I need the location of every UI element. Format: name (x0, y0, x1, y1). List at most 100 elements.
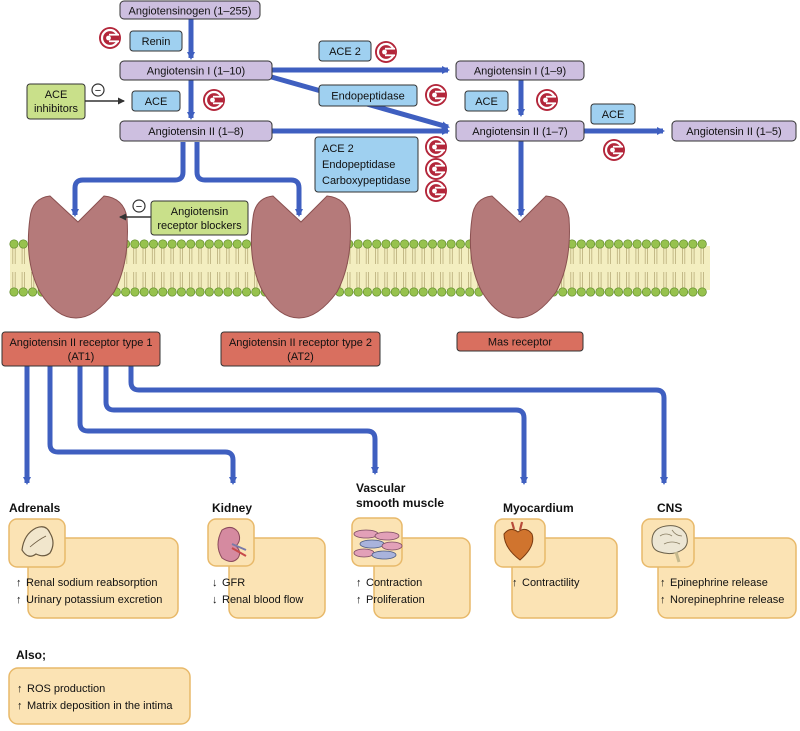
adrenals-effect-2: Urinary potassium excretion (26, 594, 162, 606)
enzyme-symbol-icon (97, 25, 123, 51)
svg-text:Angiotensin II receptor type 2: Angiotensin II receptor type 2 (229, 337, 372, 349)
svg-text:↑: ↑ (17, 700, 23, 712)
vascular-effect-2: Proliferation (366, 594, 425, 606)
kidney-title: Kidney (212, 501, 252, 515)
svg-text:Angiotensin II receptor type 1: Angiotensin II receptor type 1 (9, 337, 152, 349)
endopeptidase-label: Endopeptidase (331, 91, 404, 103)
peptide-angiotensinogen: Angiotensinogen (1–255) (119, 0, 261, 20)
svg-text:−: − (95, 85, 101, 97)
enzyme-ace-left: ACE (131, 90, 181, 112)
ang-ii-1-5-label: Angiotensin II (1–5) (686, 126, 781, 138)
at2-receptor-shape (250, 195, 351, 319)
svg-text:↑: ↑ (16, 577, 22, 589)
myocardium-effect-1: Contractility (522, 577, 580, 589)
multi-endopeptidase-label: Endopeptidase (322, 159, 395, 171)
arrow-at1-to-myocardium (103, 366, 528, 485)
kidney-effect-1: GFR (222, 577, 245, 589)
enzyme-symbol-icon (534, 87, 560, 113)
renin-label: Renin (142, 36, 171, 48)
enzyme-symbol-icon (373, 39, 399, 65)
ang-ii-1-8-label: Angiotensin II (1–8) (148, 126, 243, 138)
kidney-effect-2: Renal blood flow (222, 594, 303, 606)
svg-text:↑: ↑ (512, 577, 518, 589)
vascular-effect-1: Contraction (366, 577, 422, 589)
arrow-ang-ii-to-at2 (194, 142, 303, 217)
arrow-at1-to-kidney (47, 366, 237, 485)
myocardium-title: Myocardium (503, 501, 574, 515)
svg-text:↑: ↑ (356, 577, 362, 589)
peptide-ang-ii-1-5: Angiotensin II (1–5) (671, 120, 797, 142)
enzyme-endopeptidase: Endopeptidase (318, 84, 418, 107)
target-adrenals: Adrenals ↑ Renal sodium reabsorption ↑ U… (8, 501, 179, 619)
enzyme-renin: Renin (129, 30, 183, 52)
enzyme-ace-right: ACE (590, 103, 636, 125)
vascular-title-2: smooth muscle (356, 496, 444, 510)
target-cns: CNS ↑ Epinephrine release ↑ Norepinephri… (641, 501, 797, 619)
at1-receptor-shape (27, 195, 128, 319)
target-kidney: Kidney ↓ GFR ↓ Renal blood flow (207, 501, 326, 619)
ace-inhibitors-label-1: ACE (45, 89, 68, 101)
svg-text:↑: ↑ (660, 594, 666, 606)
svg-text:↑: ↑ (356, 594, 362, 606)
peptide-ang-i-1-10: Angiotensin I (1–10) (119, 60, 273, 81)
enzyme-symbol-icon (423, 134, 449, 160)
cns-effect-1: Epinephrine release (670, 577, 768, 589)
svg-text:↑: ↑ (660, 577, 666, 589)
svg-text:(AT2): (AT2) (287, 351, 314, 363)
cns-title: CNS (657, 501, 682, 515)
enzyme-ace2-top: ACE 2 (318, 40, 372, 62)
kidney-icon (217, 526, 247, 562)
smooth-muscle-cells-icon (353, 529, 403, 560)
arb-label-2: receptor blockers (157, 220, 242, 232)
enzyme-symbol-icon (423, 156, 449, 182)
also-effect-2: Matrix deposition in the intima (27, 700, 173, 712)
ace-right-label: ACE (602, 109, 625, 121)
heart-icon (503, 521, 534, 561)
mas-receptor-label: Mas receptor (456, 331, 584, 352)
svg-text:−: − (136, 201, 142, 213)
enzyme-ace-mid: ACE (464, 90, 509, 112)
ace-inhibitor-minus-icon: − (91, 83, 105, 97)
arrow-ang-ii-to-at1 (71, 142, 186, 217)
also-section: Also; ↑ ROS production ↑ Matrix depositi… (8, 648, 191, 725)
ace-mid-label: ACE (475, 96, 498, 108)
adrenal-gland-icon (21, 526, 54, 557)
at1-receptor-label: Angiotensin II receptor type 1 (AT1) (1, 331, 161, 367)
inhibitor-arrows (85, 97, 151, 221)
ang-i-1-10-label: Angiotensin I (1–10) (147, 66, 245, 78)
enzyme-symbol-icon (601, 137, 627, 163)
peptide-ang-ii-1-8: Angiotensin II (1–8) (119, 120, 273, 142)
enzyme-multi: ACE 2 Endopeptidase Carboxypeptidase (314, 136, 419, 193)
target-vascular-smooth-muscle: Vascular smooth muscle ↑ Contraction ↑ P… (351, 481, 471, 619)
svg-text:(AT1): (AT1) (68, 351, 95, 363)
enzyme-symbol-icon (201, 87, 227, 113)
svg-text:↑: ↑ (17, 683, 23, 695)
target-myocardium: Myocardium ↑ Contractility (494, 501, 618, 619)
svg-text:Mas receptor: Mas receptor (488, 337, 553, 349)
adrenals-effect-1: Renal sodium reabsorption (26, 577, 157, 589)
svg-text:↑: ↑ (16, 594, 22, 606)
ace-left-label: ACE (145, 96, 168, 108)
vascular-title-1: Vascular (356, 481, 406, 495)
peptide-ang-i-1-9: Angiotensin I (1–9) (455, 60, 585, 81)
arb-minus-icon: − (132, 199, 146, 213)
ace-inhibitors-box: ACE inhibitors (26, 83, 86, 120)
pathway-arrows (23, 19, 668, 485)
arrow-at1-to-vascular (77, 366, 379, 475)
ace2-top-label: ACE 2 (329, 46, 361, 58)
also-effect-1: ROS production (27, 683, 105, 695)
arb-label-1: Angiotensin (171, 206, 229, 218)
multi-carboxypeptidase-label: Carboxypeptidase (322, 175, 411, 187)
adrenals-title: Adrenals (9, 501, 61, 515)
angiotensinogen-label: Angiotensinogen (1–255) (129, 6, 252, 18)
brain-icon (651, 525, 688, 563)
peptide-ang-ii-1-7: Angiotensin II (1–7) (455, 120, 585, 142)
ang-ii-1-7-label: Angiotensin II (1–7) (472, 126, 567, 138)
at2-receptor-label: Angiotensin II receptor type 2 (AT2) (220, 331, 381, 367)
mas-receptor-shape (469, 195, 570, 319)
also-title: Also; (16, 648, 46, 662)
multi-ace2-label: ACE 2 (322, 143, 354, 155)
ace-inhibitors-label-2: inhibitors (34, 103, 79, 115)
enzyme-symbol-icon (423, 82, 449, 108)
